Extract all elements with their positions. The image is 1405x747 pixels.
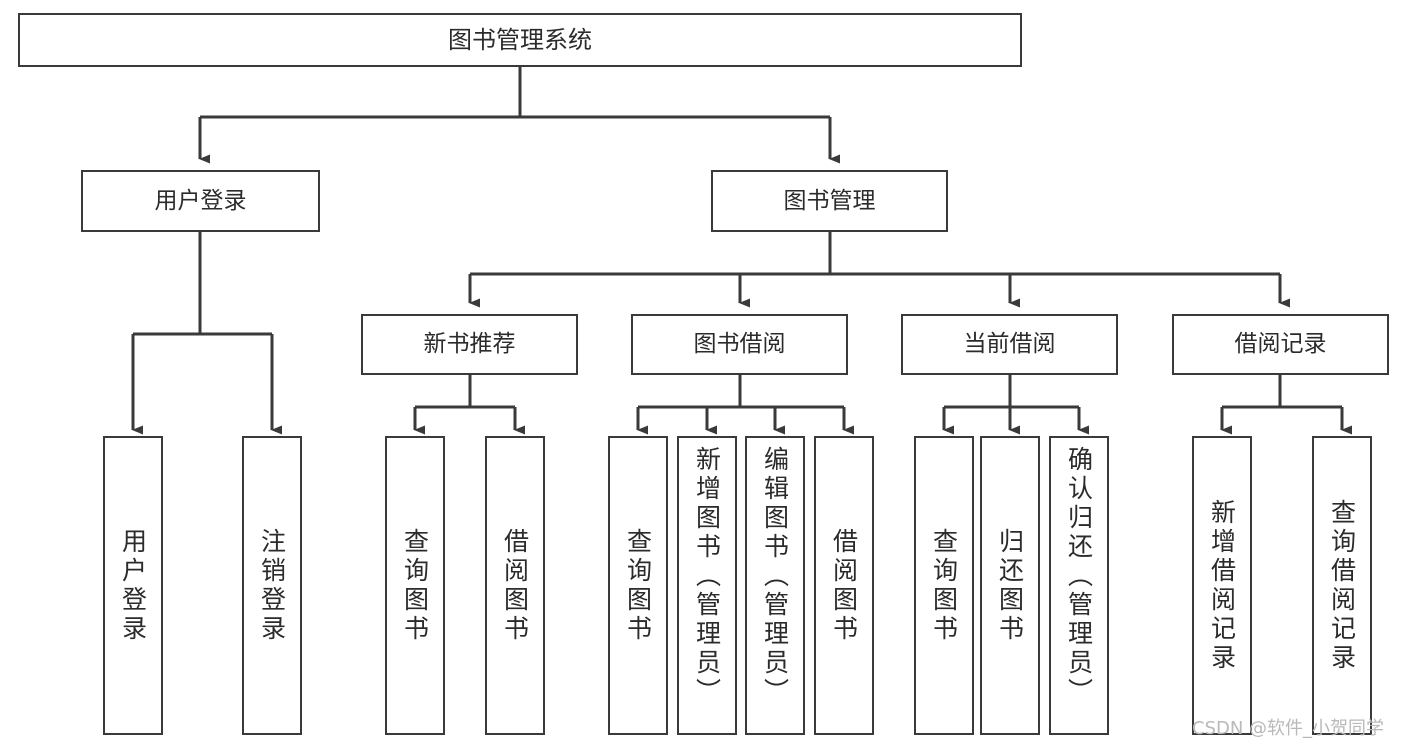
node-current-borrow-label: 当前借阅 (963, 331, 1056, 358)
node-leaf-query-book-2-label: 查询图书 (623, 527, 653, 644)
node-leaf-query-book-1-label: 查询图书 (400, 527, 430, 644)
node-book-borrow-label: 图书借阅 (693, 331, 786, 358)
node-leaf-query-book-1[interactable]: 查询图书 (385, 436, 445, 735)
node-book-management[interactable]: 图书管理 (711, 170, 948, 232)
node-leaf-user-login-label: 用户登录 (118, 527, 148, 644)
node-root[interactable]: 图书管理系统 (18, 13, 1022, 67)
node-current-borrow[interactable]: 当前借阅 (901, 314, 1118, 375)
node-leaf-confirm-return[interactable]: 确认归还（管理员） (1049, 436, 1109, 735)
node-leaf-return-book[interactable]: 归还图书 (980, 436, 1040, 735)
node-leaf-add-record[interactable]: 新增借阅记录 (1192, 436, 1252, 735)
node-leaf-query-book-3-label: 查询图书 (929, 527, 959, 644)
node-book-management-label: 图书管理 (783, 187, 876, 214)
node-new-book-recommend[interactable]: 新书推荐 (361, 314, 578, 375)
node-leaf-borrow-book-2[interactable]: 借阅图书 (814, 436, 874, 735)
node-user-login[interactable]: 用户登录 (81, 170, 320, 232)
node-book-borrow[interactable]: 图书借阅 (631, 314, 848, 375)
node-leaf-add-book-label: 新增图书（管理员） (692, 446, 722, 707)
csdn-watermark: CSDN @软件_小贺同学 (1192, 718, 1385, 739)
node-leaf-return-book-label: 归还图书 (995, 527, 1025, 644)
node-root-label: 图书管理系统 (448, 26, 592, 54)
node-leaf-edit-book-label: 编辑图书（管理员） (760, 446, 790, 707)
node-leaf-query-record-label: 查询借阅记录 (1327, 498, 1357, 673)
node-leaf-borrow-book-1-label: 借阅图书 (500, 527, 530, 644)
node-leaf-add-record-label: 新增借阅记录 (1207, 498, 1237, 673)
node-leaf-query-book-3[interactable]: 查询图书 (914, 436, 974, 735)
node-leaf-logout-label: 注销登录 (257, 527, 287, 644)
node-leaf-edit-book[interactable]: 编辑图书（管理员） (745, 436, 805, 735)
node-leaf-confirm-return-label: 确认归还（管理员） (1064, 446, 1094, 707)
node-new-book-recommend-label: 新书推荐 (423, 331, 516, 358)
node-borrow-record-label: 借阅记录 (1234, 331, 1327, 358)
node-leaf-borrow-book-1[interactable]: 借阅图书 (485, 436, 545, 735)
node-leaf-logout[interactable]: 注销登录 (242, 436, 302, 735)
node-leaf-query-record[interactable]: 查询借阅记录 (1312, 436, 1372, 735)
node-leaf-add-book[interactable]: 新增图书（管理员） (677, 436, 737, 735)
node-user-login-label: 用户登录 (154, 187, 247, 214)
node-leaf-query-book-2[interactable]: 查询图书 (608, 436, 668, 735)
node-borrow-record[interactable]: 借阅记录 (1172, 314, 1389, 375)
node-leaf-user-login[interactable]: 用户登录 (103, 436, 163, 735)
node-leaf-borrow-book-2-label: 借阅图书 (829, 527, 859, 644)
